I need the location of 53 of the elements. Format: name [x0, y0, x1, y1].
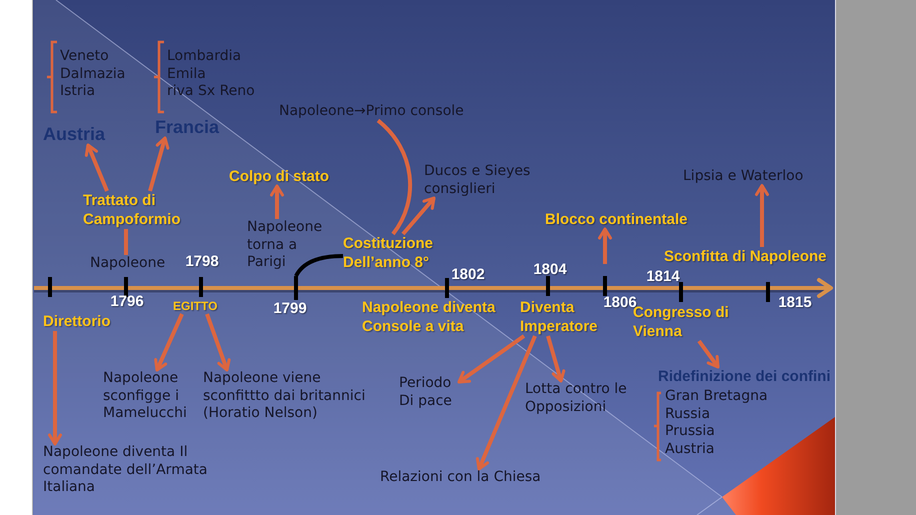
event-label: Direttorio — [43, 312, 110, 331]
list-item: Lombardia — [167, 48, 242, 66]
event-label: Blocco continentale — [545, 210, 688, 229]
event-label: Colpo di stato — [229, 167, 329, 186]
curved-line — [376, 119, 412, 236]
note-text: Lotta contro le Opposizioni — [525, 381, 635, 416]
event-label: Diventa Imperatore — [520, 298, 600, 336]
note-text: Ducos e Sieyes consiglieri — [424, 163, 539, 198]
event-label: EGITTO — [173, 299, 218, 314]
list-item: Russia — [665, 406, 710, 423]
year-label: 1814 — [646, 268, 680, 286]
event-label: Trattato di Campoformio — [83, 191, 188, 229]
note-text: Napoleone→Primo console — [279, 103, 464, 120]
year-label: 1798 — [185, 253, 219, 271]
list-item: Gran Bretagna — [665, 388, 768, 406]
arrow — [84, 144, 109, 192]
year-label: 1796 — [110, 293, 144, 311]
year-label: 1804 — [533, 261, 567, 279]
list-item: Istria — [60, 83, 96, 100]
event-label: Sconfitta di Napoleone — [664, 247, 827, 266]
note-text: Relazioni con la Chiesa — [380, 469, 541, 486]
arrow — [476, 335, 537, 470]
arrow — [205, 313, 231, 372]
note-text: Napoleone sconfigge i Mamelucchi — [103, 370, 193, 422]
arrow — [48, 331, 62, 446]
event-label: Costituzione Dell’anno 8° — [343, 234, 443, 272]
note-text: Napoleone torna a Parigi — [247, 219, 327, 272]
arrow — [458, 334, 526, 384]
arrow — [598, 228, 612, 264]
tick-mark — [294, 276, 298, 300]
year-label: 1815 — [778, 294, 812, 312]
arrow — [546, 335, 566, 382]
year-label: 1799 — [273, 300, 307, 318]
connector-line — [124, 229, 128, 255]
arrow — [270, 184, 284, 219]
arrow — [755, 184, 769, 247]
arrow — [148, 136, 170, 192]
arrow — [697, 340, 720, 368]
list-item: Austria — [665, 440, 714, 458]
arrow — [401, 196, 436, 236]
list-item: Veneto — [60, 48, 109, 66]
list-item: Emila — [167, 66, 206, 83]
note-text: Periodo Di pace — [399, 375, 459, 410]
note-text: Napoleone — [90, 255, 166, 272]
year-label: 1802 — [451, 266, 485, 284]
list-item: Dalmazia — [60, 66, 126, 83]
note-text: Napoleone viene sconfittto dai britannici (Horatio Nelson) — [203, 370, 373, 422]
note-text: Lipsia e Waterloo — [683, 168, 804, 186]
list-item: Prussia — [665, 423, 715, 440]
note-text: Napoleone diventa Il comandate dell’Armata Italiana — [43, 444, 228, 496]
curved-line — [294, 254, 344, 277]
section-heading: Ridefinizione dei confini — [658, 367, 830, 386]
event-label: Napoleone diventa Console a vita — [362, 298, 502, 336]
